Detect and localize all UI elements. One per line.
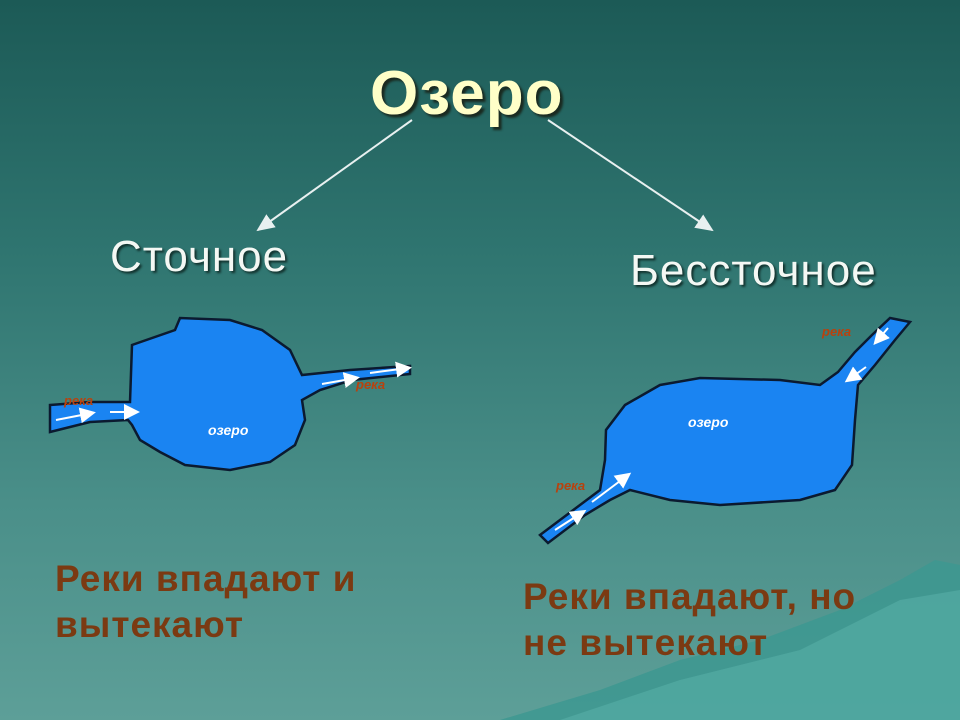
caption-line: не вытекают (523, 622, 769, 663)
drainage-lake-diagram (48, 316, 412, 472)
river-label-top: река (821, 324, 851, 339)
slide-title: Озеро (370, 59, 564, 128)
river-label-in: река (63, 393, 93, 408)
caption-line: вытекают (55, 604, 244, 645)
lake-label: озеро (208, 422, 249, 438)
heading-endorheic-lake: Бессточное (630, 246, 877, 295)
arrow-to-left (256, 119, 413, 232)
caption-line: Реки впадают, но (523, 576, 857, 617)
caption-right: Реки впадают, но не вытекают (523, 574, 856, 666)
heading-drainage-lake: Сточное (110, 232, 289, 281)
mountain-highlight (560, 590, 960, 720)
river-label-bottom: река (555, 478, 585, 493)
caption-line: Реки впадают и (55, 558, 357, 599)
river-label-out: река (355, 377, 385, 392)
caption-left: Реки впадают и вытекают (55, 556, 356, 648)
lake-label: озеро (688, 414, 729, 430)
arrow-to-right (547, 119, 714, 232)
endorheic-lake-diagram (538, 316, 913, 545)
